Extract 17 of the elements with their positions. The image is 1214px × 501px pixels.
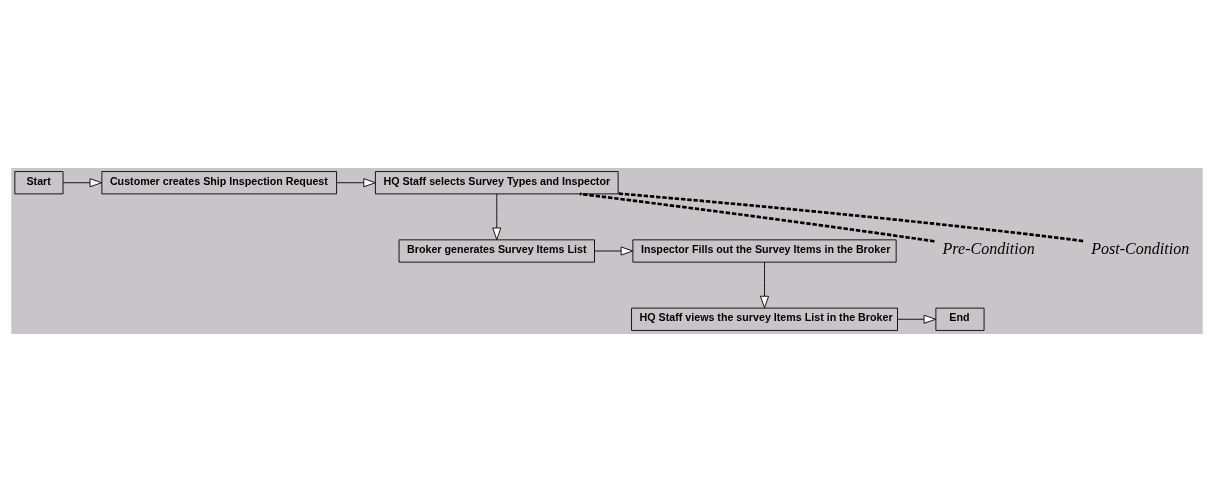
arrow xyxy=(336,177,376,187)
arrow xyxy=(760,261,770,308)
node-box: End xyxy=(935,307,985,331)
connector xyxy=(579,192,935,243)
arrow xyxy=(62,177,103,187)
arrow xyxy=(492,193,502,240)
node-box: Customer creates Ship Inspection Request xyxy=(101,170,338,194)
node-text: Pre-Condition xyxy=(942,239,1035,257)
node-box: HQ Staff selects Survey Types and Inspector xyxy=(374,170,619,194)
node-box: Broker generates Survey Items List xyxy=(398,238,595,263)
node-text: Post-Condition xyxy=(1091,239,1190,257)
arrow xyxy=(594,246,634,255)
node-box: HQ Staff views the survey Items List in the Broker xyxy=(631,307,898,331)
node-box: Inspector Fills out the Survey Items in the Broker xyxy=(632,238,897,263)
connector xyxy=(618,191,1084,242)
node-box: Start xyxy=(14,170,64,194)
arrow xyxy=(897,314,937,324)
